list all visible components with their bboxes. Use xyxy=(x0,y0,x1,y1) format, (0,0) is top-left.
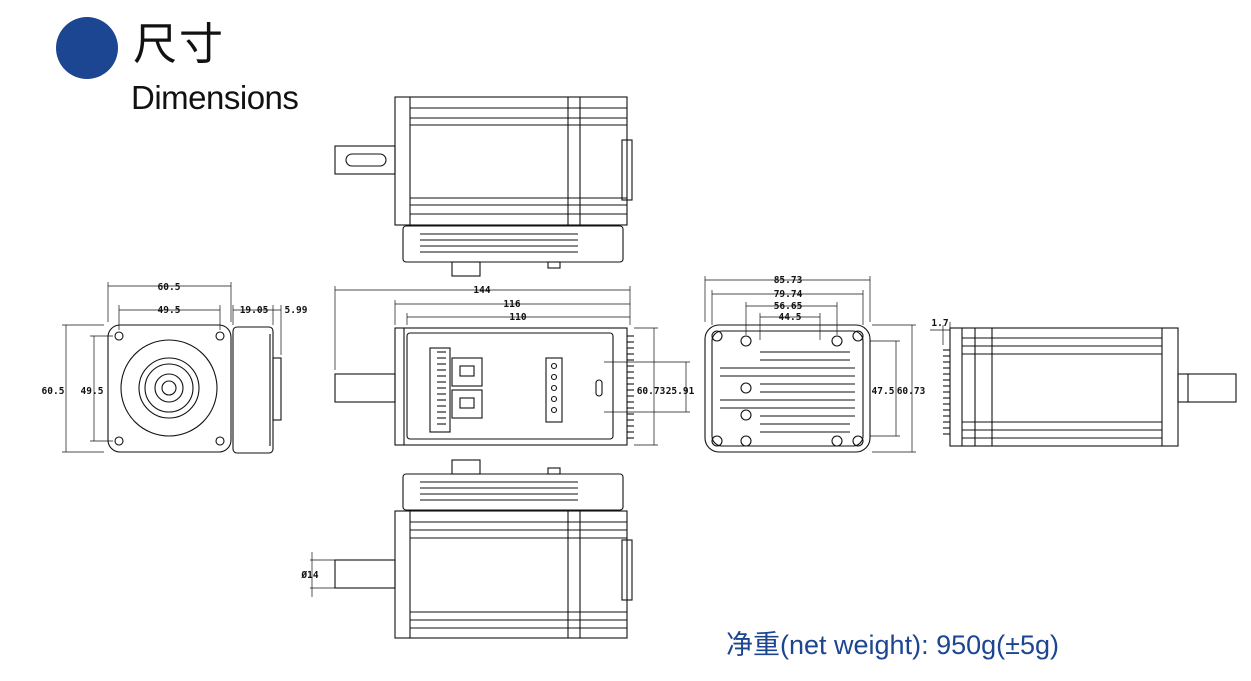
top-view-motor-body xyxy=(394,96,628,226)
dim-rear-height-2: 60.73 xyxy=(897,386,926,397)
dim-rear-width-1: 85.73 xyxy=(774,275,803,286)
dim-front-height-holes: 49.5 xyxy=(81,386,104,397)
dim-front-width-holes: 49.5 xyxy=(158,305,181,316)
rear-view-hole xyxy=(711,330,723,342)
side-view-body xyxy=(394,327,628,446)
section-title-chinese: 尺寸 xyxy=(133,19,225,70)
dim-driver-length: 110 xyxy=(509,312,526,323)
front-flange-hole xyxy=(114,331,124,341)
side-view-shaft xyxy=(334,373,396,403)
rear-view-hole xyxy=(711,435,723,447)
rear-view-hole xyxy=(852,330,864,342)
bottom-view-shaft xyxy=(334,559,396,589)
bottom-view-connector xyxy=(451,459,481,475)
bottom-view xyxy=(310,459,633,639)
rear-view-housing xyxy=(704,324,871,453)
front-flange-body xyxy=(107,324,232,453)
dim-rear-width-2: 79.74 xyxy=(774,289,803,300)
dim-height-connector: 25.91 xyxy=(666,386,695,397)
front-side-driver xyxy=(232,326,274,454)
front-flange-boss xyxy=(120,339,218,437)
dim-side-thickness: 19.05 xyxy=(240,305,269,316)
dim-rear-height-1: 47.5 xyxy=(872,386,895,397)
dim-shaft-diameter: Ø14 xyxy=(300,570,318,581)
section-bullet-dot xyxy=(56,17,118,79)
section-title-english: Dimensions xyxy=(131,79,299,116)
rear-view-hole xyxy=(740,435,752,447)
net-weight-label: 净重(net weight): 950g(±5g) xyxy=(726,630,1059,660)
terminal-block xyxy=(429,347,451,433)
right-side-shaft xyxy=(1177,373,1237,403)
dim-rear-width-4: 44.5 xyxy=(779,312,802,323)
side-view xyxy=(334,286,690,446)
dim-total-length: 144 xyxy=(473,285,490,296)
rear-view-hole xyxy=(831,335,843,347)
dim-rear-fin: 1.7 xyxy=(931,318,948,329)
rear-view-hole xyxy=(740,382,752,394)
front-flange-hole xyxy=(215,436,225,446)
front-flange-shaft xyxy=(154,373,184,403)
rear-view-hole xyxy=(740,335,752,347)
top-view-connector xyxy=(451,261,481,277)
top-view-shaft-keyway xyxy=(345,153,387,167)
side-view-panel xyxy=(406,332,614,440)
front-flange-hole xyxy=(215,331,225,341)
usb-port xyxy=(595,379,603,397)
rear-view xyxy=(704,276,916,453)
power-connector xyxy=(545,357,563,423)
dim-front-width-outer: 60.5 xyxy=(158,282,181,293)
bottom-view-driver-box xyxy=(402,473,624,511)
dim-front-height-outer: 60.5 xyxy=(42,386,65,397)
dim-side-lip: 5.99 xyxy=(285,305,308,316)
dim-height-total: 60.73 xyxy=(637,386,666,397)
dim-body-length: 116 xyxy=(503,299,520,310)
front-flange-hole xyxy=(114,436,124,446)
top-view xyxy=(334,96,633,277)
dim-rear-width-3: 56.65 xyxy=(774,301,803,312)
rj45-port xyxy=(451,357,483,387)
rear-view-hole xyxy=(852,435,864,447)
rj45-port xyxy=(451,389,483,419)
rear-view-hole xyxy=(831,435,843,447)
rear-view-hole xyxy=(740,409,752,421)
right-side-view xyxy=(930,322,1237,447)
top-view-driver-box xyxy=(402,225,624,263)
front-flange-view xyxy=(62,282,282,454)
